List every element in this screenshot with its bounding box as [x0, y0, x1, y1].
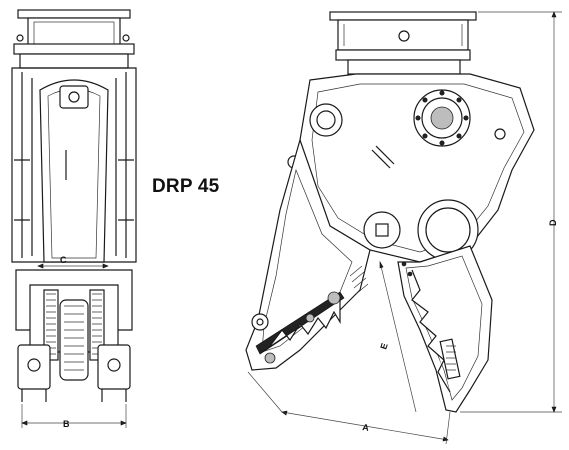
lower-jaw — [397, 245, 493, 413]
dimension-label-a: A — [362, 422, 370, 433]
dimension-label-d: D — [548, 219, 558, 226]
bearing-flange — [413, 89, 471, 147]
dimension-label-e: E — [378, 342, 389, 351]
front-view — [11, 9, 137, 428]
model-title: DRP 45 — [152, 176, 220, 197]
dimension-label-b: B — [63, 419, 70, 429]
side-view — [245, 11, 562, 445]
upper-jaw — [245, 138, 371, 371]
dimension-label-c: C — [60, 255, 67, 265]
front-jaw-blades — [43, 289, 105, 381]
